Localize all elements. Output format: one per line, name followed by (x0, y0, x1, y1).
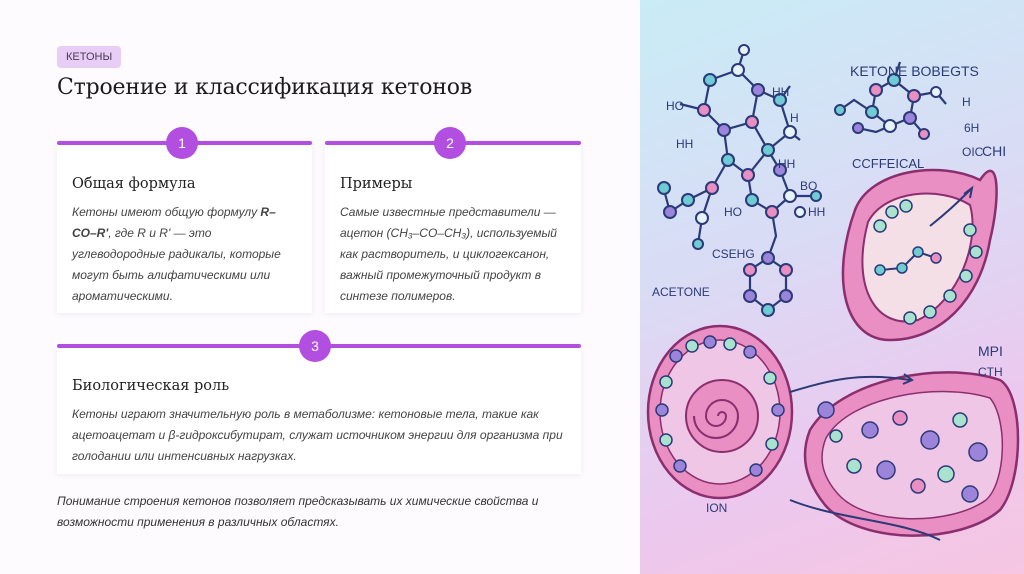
upper-cell (841, 168, 998, 342)
card-general-formula (57, 143, 312, 313)
label-15: CCFFEICAL (852, 156, 924, 171)
card-examples (325, 143, 581, 313)
card-1-body-post: , где R и R' — это углеводородные радика… (72, 226, 281, 303)
label-2: HH (676, 137, 693, 151)
molecule-atoms (657, 44, 942, 317)
card-2-number-badge: 2 (434, 127, 466, 159)
card-2-heading: Примеры (340, 176, 413, 192)
illustration-labels: KETONE BOBEGTS HH HH HO HH H BO HH HO CS… (652, 63, 1006, 515)
label-5: H (790, 111, 799, 125)
content-panel: КЕТОНЫ Строение и классификация кетонов … (57, 46, 581, 529)
card-3-heading: Биологическая роль (72, 378, 230, 394)
label-10: ACETONE (652, 285, 710, 299)
card-biological-role (57, 346, 581, 474)
card-3-number-badge: 3 (299, 330, 331, 362)
card-1-formula: R–CO–R' (72, 205, 276, 240)
lower-left-cell (646, 324, 794, 500)
card-3-body: Кетоны играют значительную роль в метабо… (72, 407, 563, 463)
label-13: 6H (964, 121, 979, 135)
label-0: KETONE BOBEGTS (850, 63, 979, 79)
lower-right-cell (803, 371, 1020, 537)
label-1: HH (772, 85, 789, 99)
label-6: BO (800, 179, 817, 193)
label-8: HO (724, 205, 742, 219)
label-4: HH (778, 157, 795, 171)
ketone-illustration: KETONE BOBEGTS HH HH HO HH H BO HH HO CS… (640, 0, 1024, 574)
label-17: ION (706, 501, 727, 515)
label-12: OIC (962, 145, 984, 159)
label-7: HH (808, 205, 825, 219)
label-3: HO (666, 99, 684, 113)
label-14: H (962, 95, 971, 109)
card-2-body: Самые известные представители — ацетон (… (340, 205, 557, 303)
section-tag: КЕТОНЫ (57, 46, 122, 68)
card-1-heading: Общая формула (72, 176, 196, 192)
label-16: CTH (978, 365, 1003, 379)
page-title: Строение и классификация кетонов (57, 75, 473, 100)
label-18: MPI (978, 343, 1003, 359)
footer-note: Понимание строения кетонов позволяет пре… (57, 494, 539, 529)
card-1-body-pre: Кетоны имеют общую формулу (72, 205, 261, 219)
label-11: CHI (982, 143, 1006, 159)
illustration-svg: KETONE BOBEGTS HH HH HO HH H BO HH HO CS… (646, 44, 1020, 541)
label-9: CSEHG (712, 247, 755, 261)
reaction-arrows (789, 185, 974, 541)
card-1-number-badge: 1 (166, 127, 198, 159)
card-1-body: Кетоны имеют общую формулу R–CO–R', где … (72, 202, 297, 307)
